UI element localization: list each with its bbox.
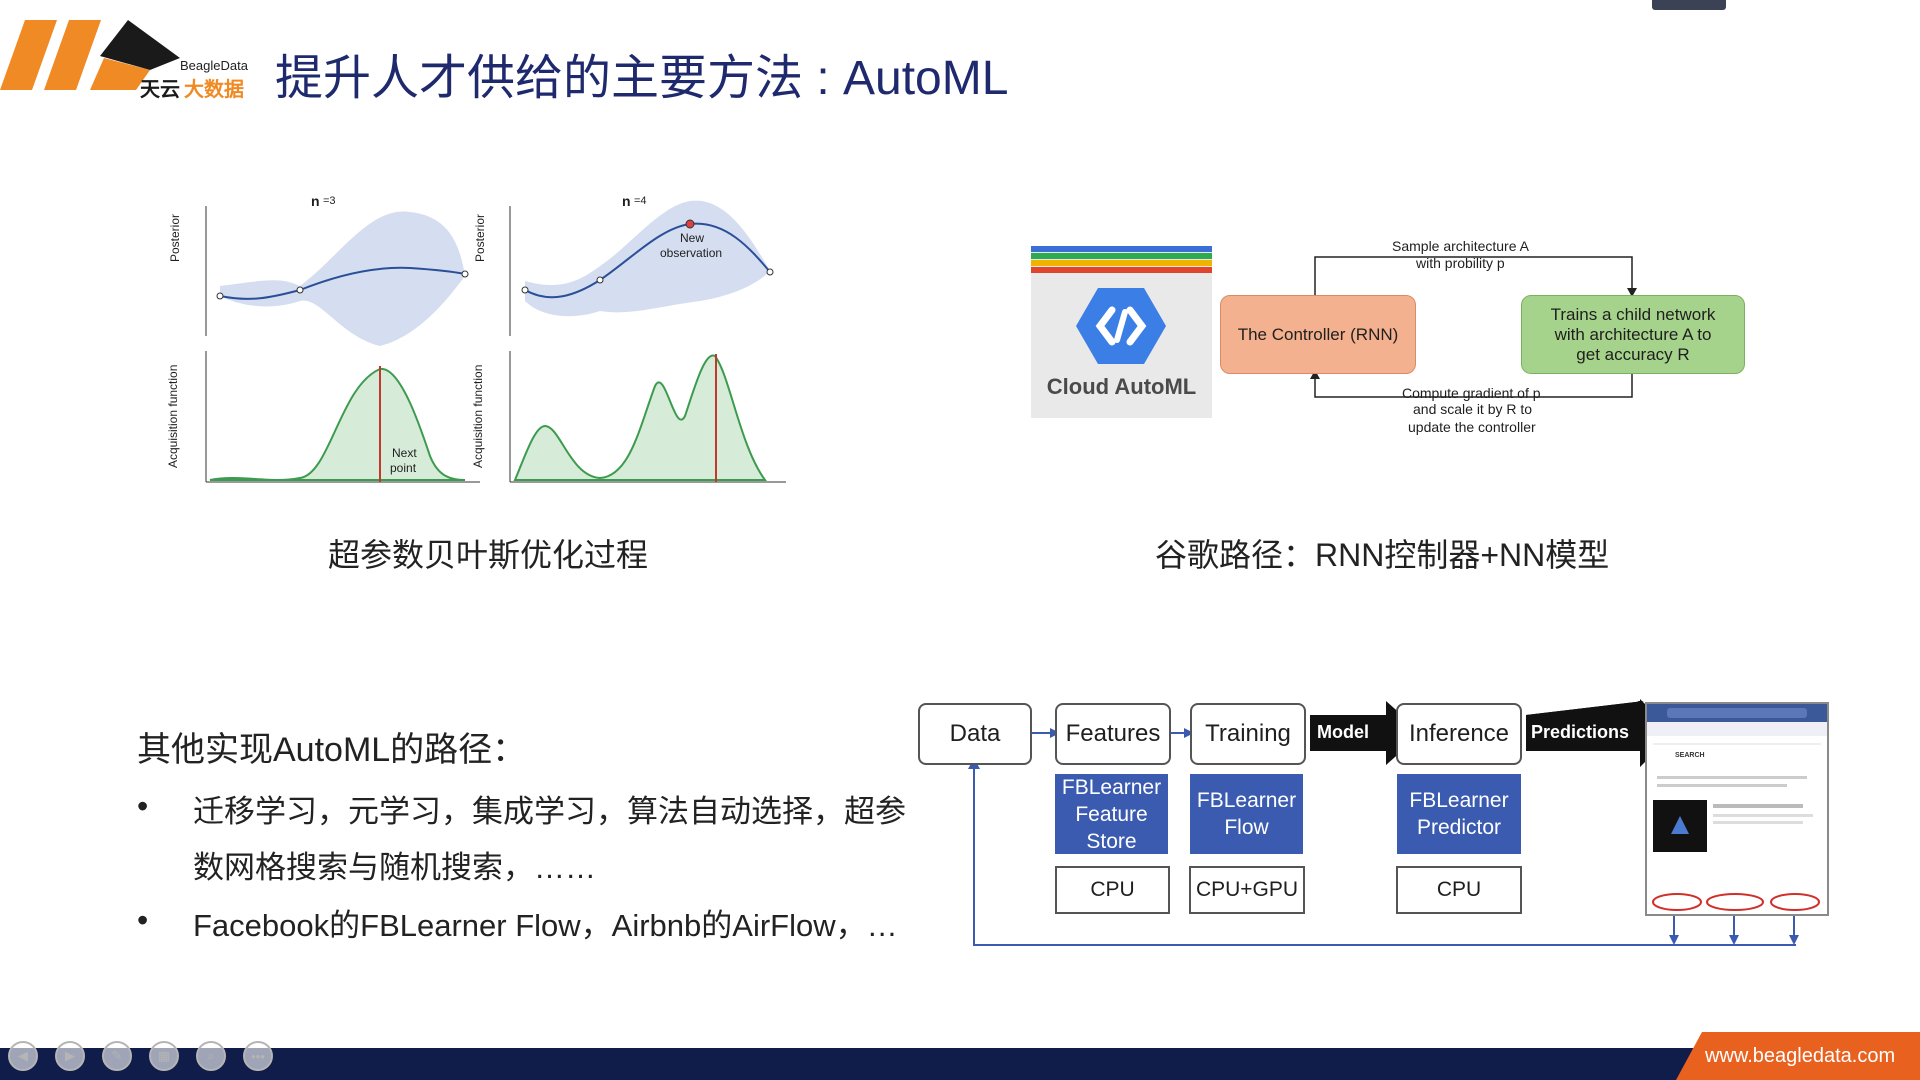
bayes-optimization-figure: [205, 200, 786, 483]
ylabel-posterior-2: Posterior: [473, 213, 487, 262]
pen-icon[interactable]: ✎: [102, 1041, 132, 1071]
slides-icon[interactable]: ▦: [149, 1041, 179, 1071]
other-paths-title: 其他实现AutoML的路径：: [137, 731, 527, 769]
slide-title: 提升人才供给的主要方法 : AutoML: [275, 52, 1009, 105]
fb-features-box: Features: [1055, 703, 1171, 765]
bullet-2-marker: •: [137, 902, 149, 938]
logo-en-text: BeagleData: [180, 58, 248, 73]
predictor-line-1: FBLearner: [1409, 789, 1509, 812]
logo-cn-text-1: 天云: [140, 79, 180, 101]
child-network-line-1: Trains a child network: [1550, 304, 1716, 324]
top-edge-device: [1652, 0, 1726, 10]
more-icon[interactable]: •••: [243, 1041, 273, 1071]
flow-line-2: Flow: [1224, 816, 1269, 839]
url-tab: [1676, 1032, 1920, 1080]
annot-point: point: [390, 461, 417, 475]
fb-cpu-box-2: CPU: [1396, 866, 1522, 914]
annot-next: Next: [392, 446, 417, 460]
plot2-n-value: =4: [634, 195, 647, 207]
fb-inference-box: Inference: [1396, 703, 1522, 765]
plot1-n-label: n: [311, 193, 320, 209]
feature-store-line-3: Store: [1086, 829, 1137, 853]
beagledata-logo: BeagleData 天云 大数据: [0, 18, 250, 101]
feature-store-line-1: FBLearner: [1061, 775, 1162, 799]
annot-observation: observation: [660, 246, 723, 260]
cloud-automl-icon: [1076, 288, 1166, 364]
controller-rnn-label: The Controller (RNN): [1237, 324, 1399, 344]
fb-phone-search-label: SEARCH: [1675, 752, 1705, 759]
gradient-line-3: update the controller: [1408, 419, 1536, 435]
fb-data-label: Data: [949, 720, 1001, 747]
gradient-line-2: and scale it by R to: [1413, 401, 1533, 417]
fb-data-box: Data: [918, 703, 1032, 765]
plot2-n-label: n: [622, 193, 631, 209]
fblearner-flow-arrows: [968, 699, 1799, 946]
next-icon[interactable]: ▶: [55, 1041, 85, 1071]
fb-predictions-label: Predictions: [1531, 722, 1630, 742]
fb-training-label: Training: [1205, 720, 1291, 747]
zoom-icon[interactable]: ⌕: [196, 1041, 226, 1071]
predictor-line-2: Predictor: [1416, 816, 1502, 839]
logo-cn-text-2: 大数据: [184, 79, 244, 101]
gradient-line-1: Compute gradient of p: [1402, 385, 1541, 401]
sample-arch-line-2: with probility p: [1416, 255, 1505, 271]
fb-model-label: Model: [1317, 722, 1369, 742]
child-network-line-2: with architecture A to: [1554, 324, 1712, 344]
facebook-app-screenshot: SEARCH: [1645, 702, 1829, 916]
prev-icon[interactable]: ◀: [8, 1041, 38, 1071]
google-caption: 谷歌路径：RNN控制器+NN模型: [1155, 537, 1610, 573]
flow-line-1: FBLearner: [1196, 789, 1297, 812]
fb-cpu-label-1: CPU: [1090, 878, 1135, 901]
fb-cpu-gpu-label: CPU+GPU: [1195, 878, 1299, 901]
fb-cpu-gpu-box: CPU+GPU: [1189, 866, 1305, 914]
annot-new: New: [680, 231, 705, 245]
cloud-automl-label: Cloud AutoML: [1046, 374, 1197, 399]
fb-cpu-box-1: CPU: [1055, 866, 1170, 914]
bullet-2-text: Facebook的FBLearner Flow，Airbnb的AirFlow，…: [193, 908, 898, 943]
automl-color-stripes: [1031, 246, 1212, 273]
plot1-n-value: =3: [323, 195, 336, 207]
ylabel-posterior-1: Posterior: [168, 213, 182, 262]
ylabel-acq-2: Acquisition function: [471, 364, 485, 468]
bullet-1-line-1: 迁移学习，元学习，集成学习，算法自动选择，超参: [193, 794, 906, 829]
feature-store-line-2: Feature: [1075, 802, 1148, 826]
bullet-1-marker: •: [137, 788, 149, 824]
ylabel-acq-1: Acquisition function: [166, 364, 180, 468]
sample-arch-line-1: Sample architecture A: [1392, 238, 1529, 254]
fb-inference-label: Inference: [1408, 720, 1510, 747]
fb-features-label: Features: [1065, 720, 1161, 747]
rnn-flow-arrows: [1310, 256, 1637, 398]
bayes-caption: 超参数贝叶斯优化过程: [328, 537, 649, 573]
bottom-bar: [0, 1048, 1920, 1080]
fb-training-box: Training: [1190, 703, 1306, 765]
bullet-1-line-2: 数网格搜索与随机搜索，……: [193, 850, 596, 885]
child-network-box: Trains a child network with architecture…: [1521, 295, 1745, 374]
website-url[interactable]: www.beagledata.com: [1705, 1045, 1896, 1067]
controller-rnn-box: The Controller (RNN): [1220, 295, 1416, 374]
child-network-line-3: get accuracy R: [1576, 344, 1690, 364]
fb-cpu-label-2: CPU: [1436, 878, 1482, 901]
